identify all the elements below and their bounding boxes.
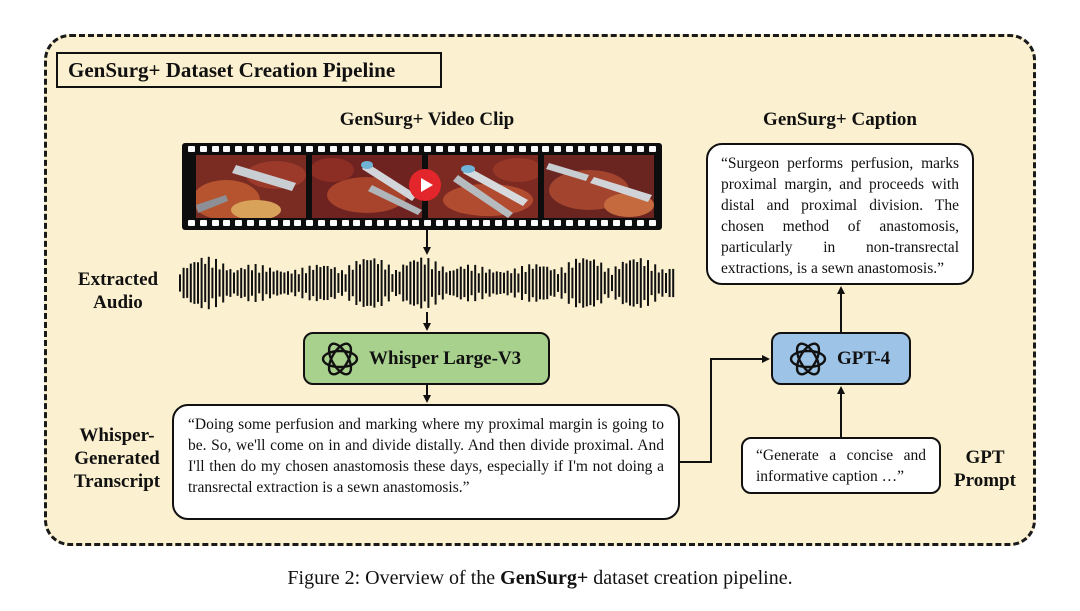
prompt-label: GPT Prompt: [954, 447, 1016, 491]
prompt-text: “Generate a concise and informative capt…: [756, 447, 926, 485]
figure-caption-bold: GenSurg+: [500, 567, 589, 589]
whisper-model-name: Whisper Large-V3: [369, 347, 522, 369]
caption-text: “Surgeon performs perfusion, marks proxi…: [721, 155, 959, 277]
figure-caption-prefix: Figure 2: Overview of the: [287, 567, 501, 589]
caption-label: GenSurg+ Caption: [763, 109, 917, 130]
caption-text-box: “Surgeon performs perfusion, marks proxi…: [706, 143, 974, 285]
whisper-model-box: Whisper Large-V3: [303, 332, 550, 385]
panel-title: GenSurg+ Dataset Creation Pipeline: [56, 52, 442, 88]
openai-logo-icon: [321, 342, 359, 375]
video-frame-4: [544, 155, 654, 218]
gpt4-model-name: GPT-4: [837, 347, 891, 369]
figure-caption: Figure 2: Overview of the GenSurg+ datas…: [0, 567, 1080, 590]
video-frame-3: [428, 155, 538, 218]
transcript-label: Whisper-Generated Transcript: [73, 425, 161, 492]
video-clip-label: GenSurg+ Video Clip: [339, 109, 515, 130]
arrow-transcript-to-gpt: [680, 355, 770, 463]
video-filmstrip: [182, 143, 662, 230]
audio-waveform-icon: [179, 256, 675, 310]
play-button-icon[interactable]: [408, 168, 442, 202]
film-holes-top: [188, 146, 656, 153]
figure-caption-suffix: dataset creation pipeline.: [588, 567, 793, 589]
transcript-text-box: “Doing some perfusion and marking where …: [172, 404, 680, 520]
video-frame-1: [196, 155, 306, 218]
audio-label: Extracted Audio: [77, 269, 159, 313]
video-frame-2: [312, 155, 422, 218]
film-holes-bottom: [188, 220, 656, 227]
openai-logo-icon: [789, 342, 827, 375]
transcript-text: “Doing some perfusion and marking where …: [188, 416, 664, 496]
prompt-text-box: “Generate a concise and informative capt…: [741, 437, 941, 494]
gpt4-model-box: GPT-4: [771, 332, 911, 385]
